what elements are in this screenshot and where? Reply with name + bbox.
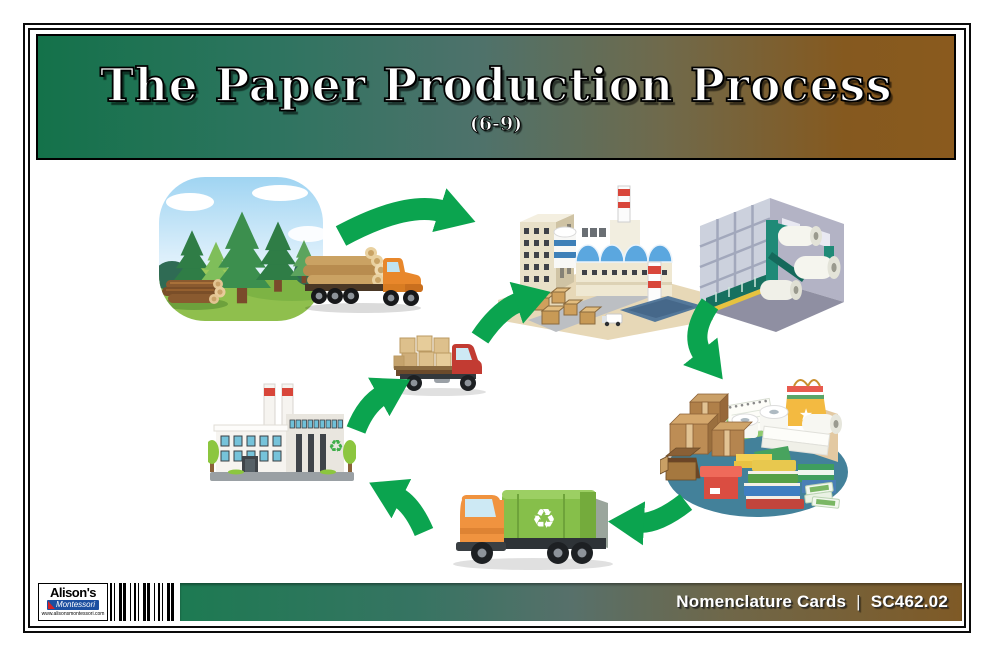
brand-website: www.alisonsmontessori.com <box>41 611 105 617</box>
recycling-truck-illustration: ♻ <box>453 490 613 570</box>
svg-text:♻: ♻ <box>328 437 343 457</box>
paper-mill-illustration <box>498 185 713 340</box>
logging-truck-illustration <box>303 247 423 313</box>
recycling-plant-illustration: ♻ <box>208 383 356 481</box>
forest-with-logs-illustration <box>159 177 323 321</box>
page-title: The Paper Production Process <box>99 57 893 112</box>
footer-separator: | <box>856 592 861 611</box>
arrow-plant-to-bale-truck-icon <box>346 377 411 434</box>
paper-machine-illustration <box>699 198 844 332</box>
age-range: (6-9) <box>469 113 523 136</box>
header-banner: The Paper Production Process (6-9) <box>36 34 956 160</box>
brand-subname: Montessori <box>46 600 100 610</box>
arrow-recycling-truck-to-plant-icon <box>369 479 434 537</box>
footer-product-bar: Nomenclature Cards | SC462.02 <box>180 583 962 621</box>
paper-products-illustration: ★ <box>660 379 848 517</box>
svg-text:♻: ♻ <box>532 504 556 535</box>
arrow-mill-to-products-icon <box>683 298 723 380</box>
product-type-label: Nomenclature Cards <box>676 592 847 611</box>
arrow-products-to-recycling-truck-icon <box>608 494 693 546</box>
brand-name: Alison's <box>49 585 97 600</box>
product-code: SC462.02 <box>870 592 948 611</box>
brand-logo: Alison's Montessori www.alisonsmontessor… <box>38 583 108 621</box>
arrow-forest-to-mill-icon <box>335 188 476 246</box>
arrow-bale-truck-to-mill-icon <box>471 281 551 344</box>
barcode <box>110 583 174 621</box>
